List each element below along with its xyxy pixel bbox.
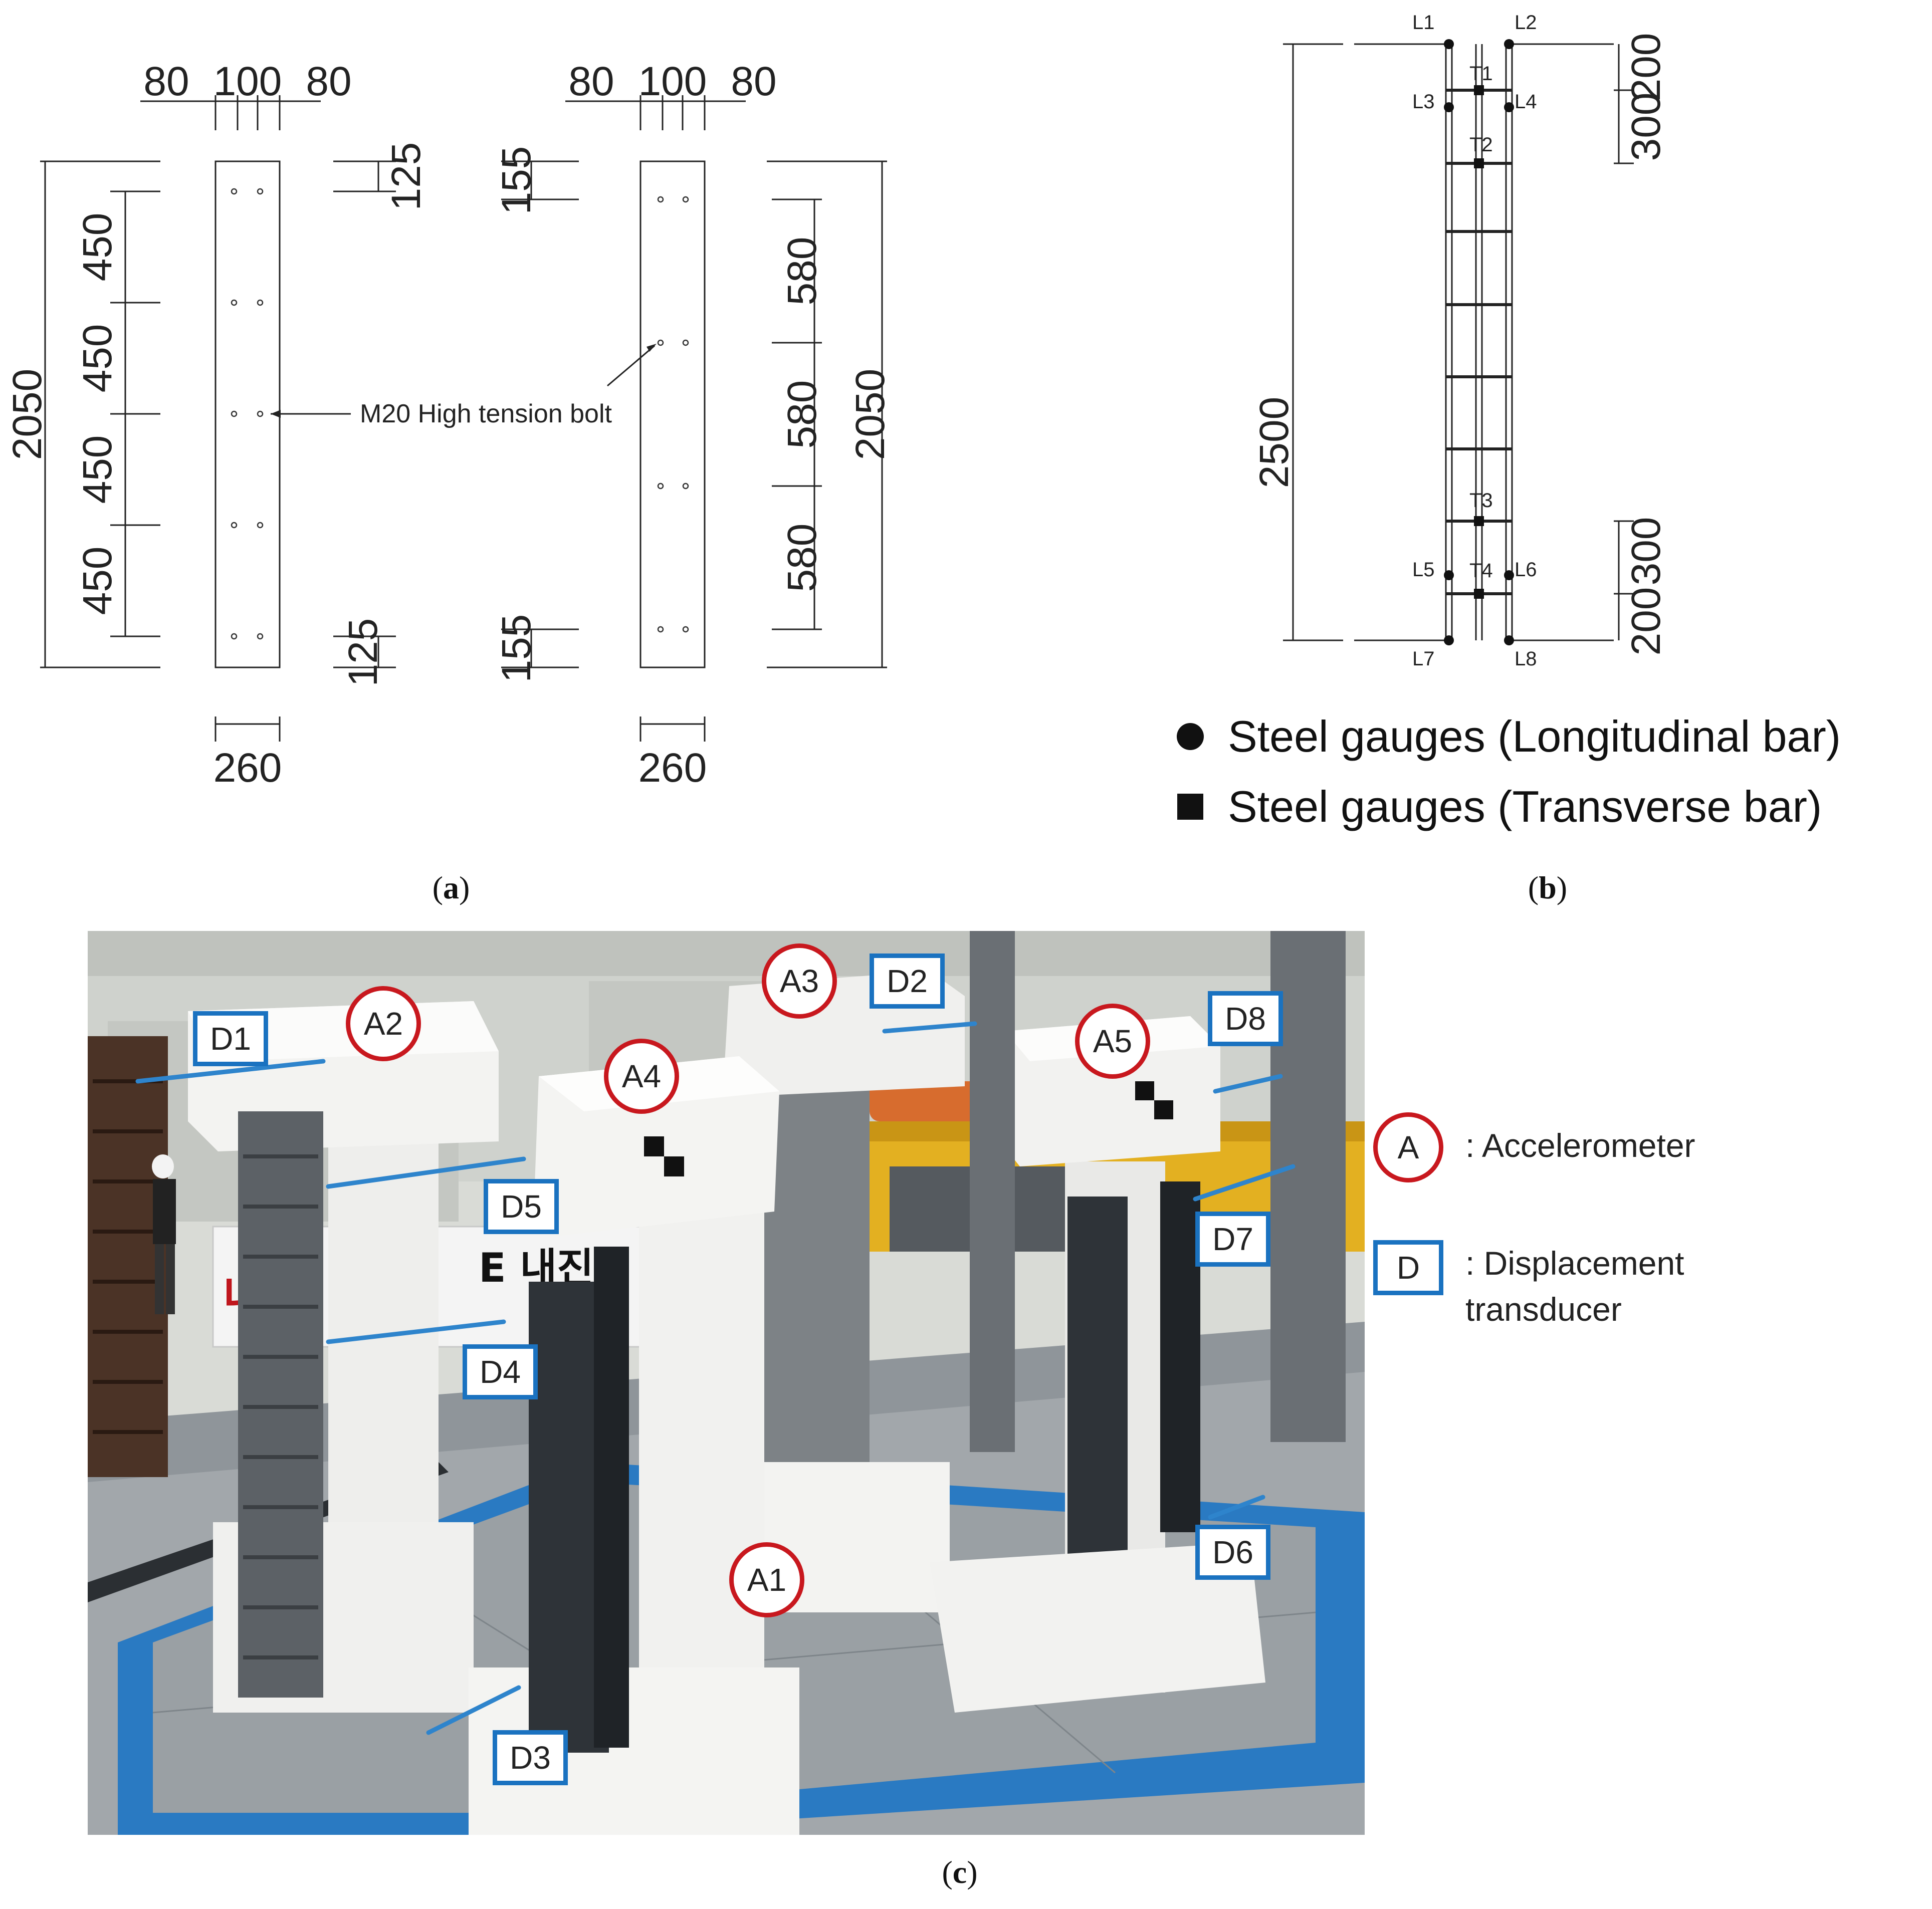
gauge-label-t2: T2 [1469,134,1493,156]
transducer-d3: D3 [493,1730,568,1785]
b-top-dim-1: 200 [1623,33,1669,102]
right-bolt-holes [657,196,689,633]
left-end-dim-bottom: 125 [340,618,386,687]
gauge-label-l5: L5 [1412,559,1435,581]
gauge-label-l4: L4 [1515,91,1537,113]
right-height-dim: 2050 [847,369,893,460]
gauge-label-t1: T1 [1469,63,1493,85]
right-end-dim-top: 155 [494,146,539,215]
right-spacing-dim-3: 580 [779,524,825,592]
left-top-dim-3: 80 [306,59,351,104]
panel-c-legend: A : Accelerometer D : Displacement trans… [1373,1092,1924,1373]
left-width-dim: 260 [213,745,282,791]
panel-a-drawing: 80 100 80 2050 450 450 450 450 125 125 2… [5,59,893,791]
accelerometer-a4: A4 [604,1039,679,1114]
left-height-dim: 2050 [5,369,50,460]
transducer-d8: D8 [1208,991,1283,1046]
caption-b: (b) [1528,870,1568,905]
legend-row-transverse: Steel gauges (Transverse bar) [1173,772,1841,842]
left-end-dim-top: 125 [383,142,429,211]
b-top-dim-2: 300 [1623,93,1669,161]
right-width-dim: 260 [638,745,707,791]
caption-c: (c) [942,1854,978,1890]
accelerometer-a2: A2 [346,986,421,1061]
legend-label-longitudinal: Steel gauges (Longitudinal bar) [1228,711,1841,761]
b-bottom-dim-1: 300 [1623,517,1669,586]
transducer-d7: D7 [1195,1212,1270,1267]
bolt-label: M20 High tension bolt [360,399,612,428]
gauge-label-l3: L3 [1412,91,1435,113]
left-spacing-dim-3: 450 [75,435,120,504]
transducer-d5: D5 [484,1179,559,1234]
left-spacing-dim-1: 450 [75,213,120,282]
left-spacing-dim-4: 450 [75,547,120,615]
transducer-d1: D1 [193,1011,268,1066]
right-top-dim-2: 100 [638,59,707,104]
panel-b-rebar-drawing: L1 L2 L3 L4 L5 L6 L7 L8 T1 T2 T3 T4 2500… [1251,12,1669,670]
transducer-legend-symbol: D [1373,1240,1443,1295]
left-spacing-dim-2: 450 [75,324,120,393]
gauge-label-l7: L7 [1412,648,1435,670]
legend-row-displacement: D : Displacement transducer [1373,1240,1684,1332]
right-top-dim-3: 80 [731,59,776,104]
test-setup-photo: 내진 하이 E 내진시 [88,931,1365,1835]
gauge-label-l6: L6 [1515,559,1537,581]
accelerometer-a1: A1 [729,1542,804,1617]
test-setup-illustration: 내진 하이 E 내진시 [88,931,1365,1835]
gauge-label-t4: T4 [1469,560,1493,582]
left-top-dim-1: 80 [143,59,189,104]
caption-a: (a) [432,870,470,905]
accelerometer-a3: A3 [762,943,837,1019]
square-icon [1177,794,1203,820]
legend-label-accelerometer: : Accelerometer [1465,1127,1695,1164]
transducer-d4: D4 [463,1344,538,1399]
b-height-dim: 2500 [1251,397,1297,488]
gauge-label-l2: L2 [1515,12,1537,34]
accelerometer-legend-symbol: A [1373,1112,1443,1182]
left-top-dim-2: 100 [213,59,282,104]
circle-icon [1177,723,1204,750]
right-end-dim-bottom: 155 [494,614,539,683]
right-spacing-dim-2: 580 [779,380,825,449]
right-top-dim-1: 80 [568,59,614,104]
accelerometer-a5: A5 [1075,1004,1150,1079]
transverse-gauge-markers [1474,85,1484,599]
left-bolt-holes [231,188,264,640]
panel-b-legend: Steel gauges (Longitudinal bar) Steel ga… [1173,701,1841,842]
longitudinal-gauge-markers [1444,39,1514,645]
legend-row-longitudinal: Steel gauges (Longitudinal bar) [1173,701,1841,772]
gauge-label-t3: T3 [1469,490,1493,512]
legend-label-transverse: Steel gauges (Transverse bar) [1228,782,1822,831]
legend-row-accelerometer: A : Accelerometer [1373,1112,1695,1182]
b-bottom-dim-2: 200 [1623,587,1669,656]
legend-label-displacement: : Displacement transducer [1465,1245,1684,1328]
left-column-outline [214,160,281,668]
gauge-label-l8: L8 [1515,648,1537,670]
right-spacing-dim-1: 580 [779,237,825,306]
transducer-d6: D6 [1195,1525,1270,1580]
transducer-d2: D2 [870,953,945,1009]
gauge-label-l1: L1 [1412,12,1435,34]
right-column-outline [639,160,706,668]
